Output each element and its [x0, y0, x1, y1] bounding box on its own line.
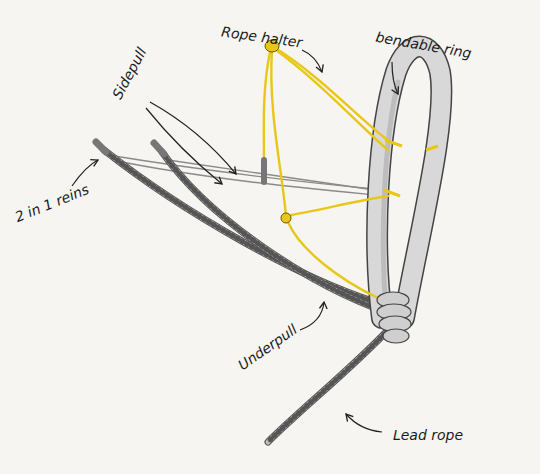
halter-tail-tip	[261, 160, 267, 182]
part-label: 2 in 1 reins	[13, 182, 91, 226]
halter-knots	[265, 40, 291, 223]
part-label: bendable ring	[375, 30, 473, 62]
part-label: Lead rope	[393, 428, 463, 443]
bendable-ring	[377, 47, 441, 319]
part-label: Rope halter	[221, 25, 304, 52]
ring-wraps	[384, 140, 438, 196]
lead-rope	[268, 330, 388, 442]
part-label: Sidepull	[110, 46, 150, 103]
underpull-knot	[377, 292, 411, 343]
rope-halter	[264, 46, 390, 298]
underpull-ropes	[96, 142, 386, 312]
sidepull-lines	[108, 155, 388, 196]
leader-arrows	[72, 50, 398, 432]
part-label: Underpull	[236, 322, 300, 374]
